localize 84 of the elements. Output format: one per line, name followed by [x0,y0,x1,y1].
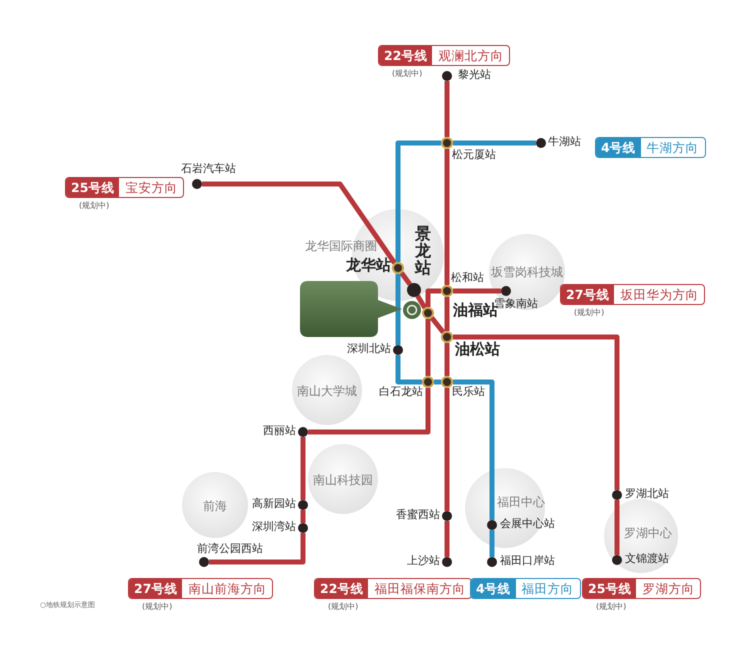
metro-line [430,316,446,334]
direction-label: 观澜北方向 [437,47,504,65]
station-name: 福田口岸站 [500,555,555,568]
metro-line [453,380,494,520]
metro-line [444,521,450,557]
metro-line [300,510,306,523]
station-name: 西丽站 [263,425,296,438]
station-name: 黎光站 [458,69,491,82]
direction-label: 坂田华为方向 [619,286,700,304]
station-name: 白石龙站 [379,386,423,399]
station-name: 高新园站 [252,498,296,511]
metro-line [444,81,450,137]
metro-line [396,140,441,262]
station-name: 罗湖北站 [625,488,669,501]
station-name: 油松站 [455,341,500,358]
metro-line [453,140,536,146]
district-name: 罗湖中心 [624,525,672,542]
metro-line [453,334,620,490]
line-number: 27号线 [561,285,614,304]
metro-line [400,271,412,286]
station-name: 景龙站 [415,226,431,276]
metro-line [453,288,501,294]
status-note: (规划中) [392,68,422,79]
line-number: 22号线 [315,579,368,598]
district-name: 南山大学城 [297,383,357,400]
station-name: 龙华站 [346,257,391,274]
station-name: 文锦渡站 [625,553,669,566]
metro-line [434,380,441,384]
line-badge [595,137,706,158]
metro-line [444,149,450,285]
direction-label: 福田福保南方向 [373,580,466,598]
status-note: (规划中) [142,601,172,612]
station-name: 前湾公园西站 [197,543,263,556]
metro-line [426,319,430,376]
direction-label: 牛湖方向 [646,139,700,157]
district-name: 福田中心 [497,494,545,511]
district-name: 前海 [203,498,227,515]
station-name: 上沙站 [407,555,440,568]
station-name: 民乐站 [452,386,485,399]
metro-line [300,437,306,500]
district-name: 南山科技园 [313,472,373,489]
metro-line [396,274,400,345]
line-number: 25号线 [66,178,120,197]
line-badge [560,284,706,305]
line-badge [65,177,184,198]
line-number: 27号线 [129,579,182,598]
station-name: 牛湖站 [548,136,581,149]
station-name: 深圳北站 [347,343,391,356]
line-number: 25号线 [583,579,636,598]
district-name: 坂雪岗科技城 [491,264,563,281]
metro-line [416,294,428,310]
station-name: 石岩汽车站 [181,163,236,176]
line-badge [378,45,510,66]
metro-line [444,388,450,511]
station-name: 松和站 [451,272,484,285]
line-badge [470,578,581,599]
direction-label: 福田方向 [520,580,575,598]
line-number: 4号线 [596,138,641,157]
district-name: 龙华国际商圈 [305,238,377,255]
line-badge [314,578,472,599]
metro-line [209,533,306,564]
station-name: 深圳湾站 [252,521,296,534]
line-number: 22号线 [379,46,432,65]
status-note: (规划中) [574,307,604,318]
line-number: 4号线 [471,579,516,598]
direction-label: 罗湖方向 [641,580,696,598]
status-note: (规划中) [596,601,626,612]
metro-line [396,355,422,384]
metro-line [444,343,450,376]
metro-line [426,288,441,307]
status-note: (规划中) [79,200,110,211]
direction-label: 南山前海方向 [187,580,268,598]
metro-line [202,182,397,264]
direction-label: 宝安方向 [124,179,178,197]
line-badge [128,578,274,599]
metro-line [444,297,450,331]
metro-line [614,500,620,555]
line-badge [582,578,702,599]
station-name: 松元厦站 [452,149,496,162]
status-note: (规划中) [328,601,358,612]
metro-line [308,388,430,434]
station-name: 会展中心站 [500,518,555,531]
station-name: 香蜜西站 [396,509,440,522]
metro-line [490,530,494,557]
